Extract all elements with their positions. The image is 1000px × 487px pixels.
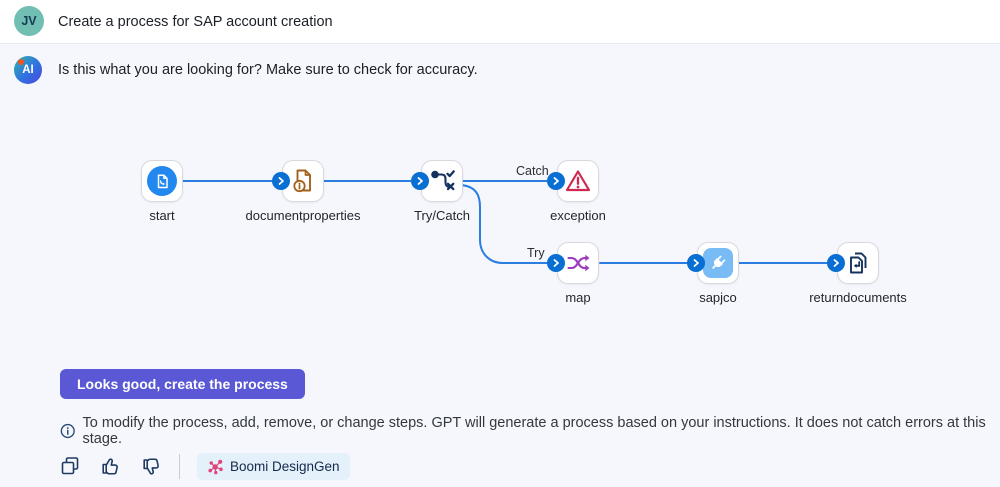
user-message-row: JV Create a process for SAP account crea… xyxy=(0,0,1000,43)
flow-node-label: returndocuments xyxy=(809,290,907,305)
thumbs-up-button[interactable] xyxy=(100,455,122,477)
footer-divider xyxy=(179,454,180,479)
boomi-atom-icon xyxy=(208,459,223,475)
ai-message-text: Is this what you are looking for? Make s… xyxy=(58,62,478,78)
edge-arrow-icon xyxy=(411,172,429,190)
boomi-designgen-badge[interactable]: Boomi DesignGen xyxy=(197,453,350,480)
flow-node-label: exception xyxy=(550,208,606,223)
start-document-icon xyxy=(147,166,177,196)
info-note-text: To modify the process, add, remove, or c… xyxy=(82,415,986,447)
edge-arrow-icon xyxy=(827,254,845,272)
flow-node-label: documentproperties xyxy=(245,208,361,223)
info-note-row: To modify the process, add, remove, or c… xyxy=(60,415,1000,447)
edge-arrow-icon xyxy=(547,254,565,272)
ai-avatar-spark-icon xyxy=(18,59,24,65)
flow-node-label: Try/Catch xyxy=(414,208,470,223)
ai-avatar-initials: AI xyxy=(22,64,34,76)
flow-node-label: map xyxy=(565,290,591,305)
copy-icon xyxy=(61,457,79,475)
flow-node-documentproperties[interactable] xyxy=(282,160,324,202)
thumbs-down-button[interactable] xyxy=(141,456,163,478)
create-process-button[interactable]: Looks good, create the process xyxy=(60,369,305,399)
thumbs-down-icon xyxy=(143,458,159,475)
process-flow-canvas: Catch Try start xyxy=(0,44,1000,487)
user-avatar-initials: JV xyxy=(21,14,37,28)
flow-node-trycatch[interactable] xyxy=(421,160,463,202)
shuffle-icon xyxy=(567,254,590,272)
flow-node-label: start xyxy=(149,208,175,223)
copy-button[interactable] xyxy=(59,455,81,477)
user-message-text: Create a process for SAP account creatio… xyxy=(58,13,333,30)
flow-node-sapjco[interactable] xyxy=(697,242,739,284)
flow-node-start[interactable] xyxy=(141,160,183,202)
catch-branch-label: Catch xyxy=(516,164,549,178)
edge-arrow-icon xyxy=(687,254,705,272)
ai-response-section: AI Is this what you are looking for? Mak… xyxy=(0,43,1000,487)
flow-node-label: sapjco xyxy=(699,290,737,305)
edge-arrow-icon xyxy=(272,172,290,190)
edge-arrow-icon xyxy=(547,172,565,190)
document-info-icon xyxy=(293,169,311,193)
badge-label: Boomi DesignGen xyxy=(230,459,340,474)
info-icon xyxy=(60,423,75,439)
user-avatar: JV xyxy=(14,6,44,36)
try-catch-branch-icon xyxy=(431,170,455,191)
warning-triangle-icon xyxy=(565,170,591,192)
thumbs-up-icon xyxy=(102,458,118,475)
connector-plug-icon xyxy=(703,248,733,278)
try-branch-label: Try xyxy=(527,246,545,260)
return-documents-icon xyxy=(850,252,867,274)
flow-connectors xyxy=(182,180,828,264)
